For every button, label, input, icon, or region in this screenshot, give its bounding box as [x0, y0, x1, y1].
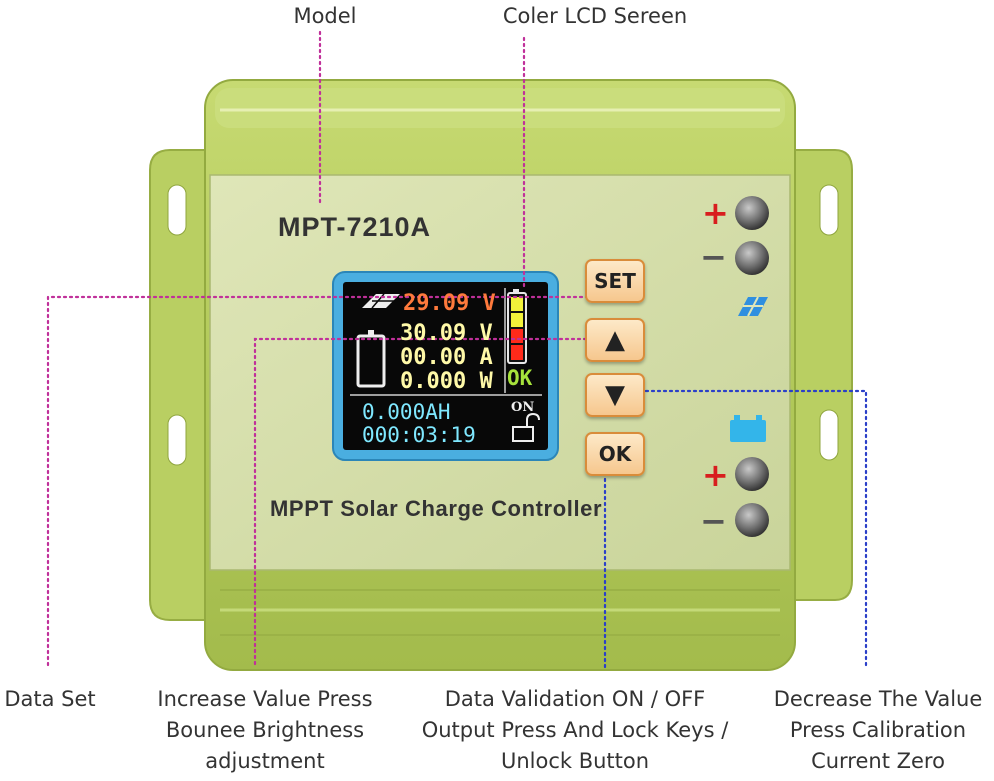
lcd-pv-voltage: 29.09 V [403, 291, 496, 316]
callout-lcd: Coler LCD Sereen [470, 1, 720, 32]
callout-lines [46, 30, 868, 670]
pv-terminals [735, 196, 769, 275]
line-data-set [46, 295, 590, 670]
lcd-screen [343, 282, 548, 450]
callout-validation-line-3: Unlock Button [500, 749, 650, 773]
bat-minus-screw [735, 503, 769, 537]
solar-panel-icon [738, 296, 768, 317]
left-mounting-flange [149, 149, 221, 621]
callout-validation-line-2: Output Press And Lock Keys / [421, 718, 729, 742]
down-button[interactable]: ▼ [585, 373, 645, 417]
pv-plus-sign: + [702, 194, 729, 232]
pv-plus-screw [735, 196, 769, 230]
callout-validation-line-1: Data Validation ON / OFF [444, 687, 706, 711]
callout-data-set: Data Set [0, 684, 100, 715]
lcd-output-on: ON [511, 400, 535, 415]
lcd-runtime: 000:03:19 [362, 423, 476, 447]
line-increase [253, 337, 588, 670]
pv-minus-screw [735, 241, 769, 275]
callout-lcd-text: Coler LCD Sereen [502, 4, 688, 28]
lcd-battery-icon [356, 330, 386, 388]
callout-data-set-text: Data Set [4, 687, 96, 711]
callout-increase: Increase Value Press Bounee Brightness a… [140, 684, 390, 777]
lcd-current: 00.00 A [400, 345, 493, 370]
callout-model-text: Model [293, 4, 357, 28]
callout-increase-line-2: Bounee Brightness [165, 718, 365, 742]
callout-decrease-line-2: Press Calibration [789, 718, 967, 742]
battery-icon [730, 415, 766, 442]
ok-button[interactable]: OK [585, 432, 645, 476]
lcd-battery-voltage: 30.09 V [400, 321, 493, 346]
battery-terminals [735, 457, 769, 537]
callout-increase-line-1: Increase Value Press [157, 687, 373, 711]
bat-minus-sign: − [700, 502, 727, 540]
bat-plus-screw [735, 457, 769, 491]
callout-increase-line-3: adjustment [205, 749, 325, 773]
model-label: MPT-7210A [278, 212, 432, 242]
lcd-charge-gauge [507, 289, 527, 364]
pv-minus-sign: − [700, 238, 727, 276]
lcd-amp-hours: 0.000AH [362, 400, 451, 424]
callout-decrease: Decrease The Value Press Calibration Cur… [762, 684, 994, 777]
set-button[interactable]: SET [585, 259, 645, 303]
callout-decrease-line-3: Current Zero [811, 749, 945, 773]
right-mounting-flange [789, 149, 853, 601]
callout-model: Model [270, 1, 380, 32]
line-decrease [638, 389, 868, 670]
callout-decrease-line-1: Decrease The Value [773, 687, 983, 711]
product-name: MPPT Solar Charge Controller [270, 496, 603, 521]
lcd-power: 0.000 W [400, 369, 493, 394]
callout-validation: Data Validation ON / OFF Output Press An… [400, 684, 750, 777]
up-button[interactable]: ▲ [585, 318, 645, 362]
bat-plus-sign: + [702, 456, 729, 494]
lcd-unlock-icon [512, 412, 540, 442]
lcd-status-ok: OK [507, 366, 533, 390]
